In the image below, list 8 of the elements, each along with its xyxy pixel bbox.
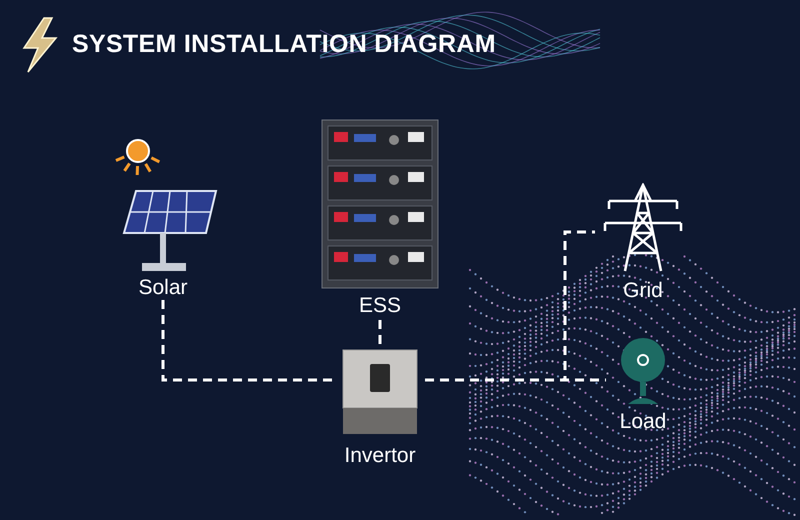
dashed-connector [162,300,335,382]
diagram-title: SYSTEM INSTALLATION DIAGRAM [72,30,496,59]
node-label: Invertor [343,444,417,468]
node-label: Solar [137,276,189,300]
node-label: Load [618,410,668,434]
node-label: Grid [622,279,664,303]
node-label: ESS [358,294,402,318]
dashed-connector [425,230,595,382]
